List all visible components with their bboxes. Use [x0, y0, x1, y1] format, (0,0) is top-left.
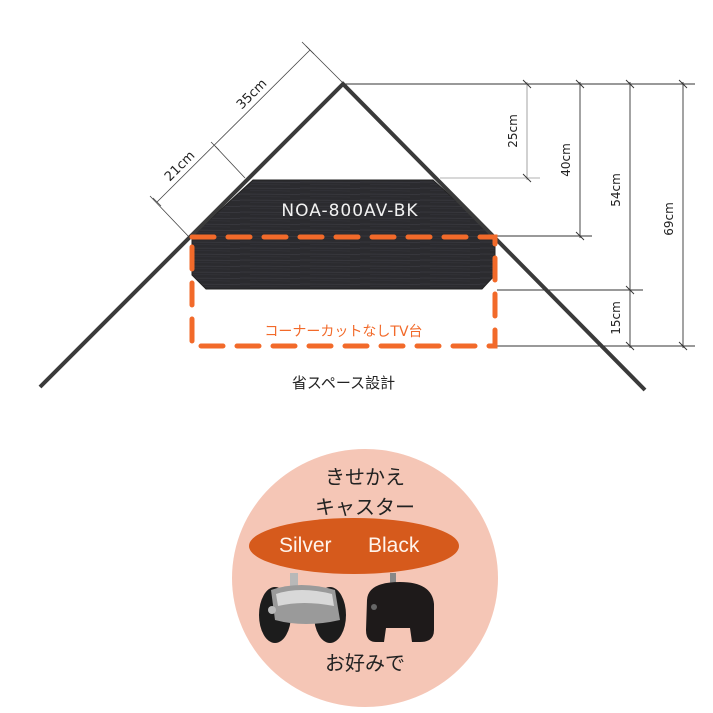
corner-cut-note: コーナーカットなしTV台 [264, 324, 423, 340]
no-corner-cut-outline [189, 234, 498, 349]
diagonal-dimension-lines [149, 41, 344, 239]
caster-option-panel: きせかえ キャスター お好みで [232, 449, 498, 707]
option-silver: Silver [279, 534, 332, 557]
product-model-label: NOA-800AV-BK [281, 201, 419, 221]
dimension-ticks [522, 79, 688, 351]
dimension-25cm: 25cm [505, 114, 520, 148]
caster-title-line2: キャスター [315, 495, 415, 519]
dimension-54cm: 54cm [608, 173, 623, 207]
height-reference-lines [343, 83, 695, 347]
caster-title-line1: きせかえ [325, 465, 405, 489]
dimension-69cm: 69cm [661, 202, 676, 236]
space-saving-caption: 省スペース設計 [291, 374, 396, 392]
dimension-40cm: 40cm [558, 143, 573, 177]
caster-color-options: Silver Black [249, 518, 459, 574]
caster-footer: お好みで [325, 651, 405, 675]
vertical-dimension-lines [526, 82, 684, 348]
option-black: Black [368, 534, 420, 557]
corner-wall-lines [38, 81, 647, 392]
dimension-15cm: 15cm [608, 301, 623, 335]
